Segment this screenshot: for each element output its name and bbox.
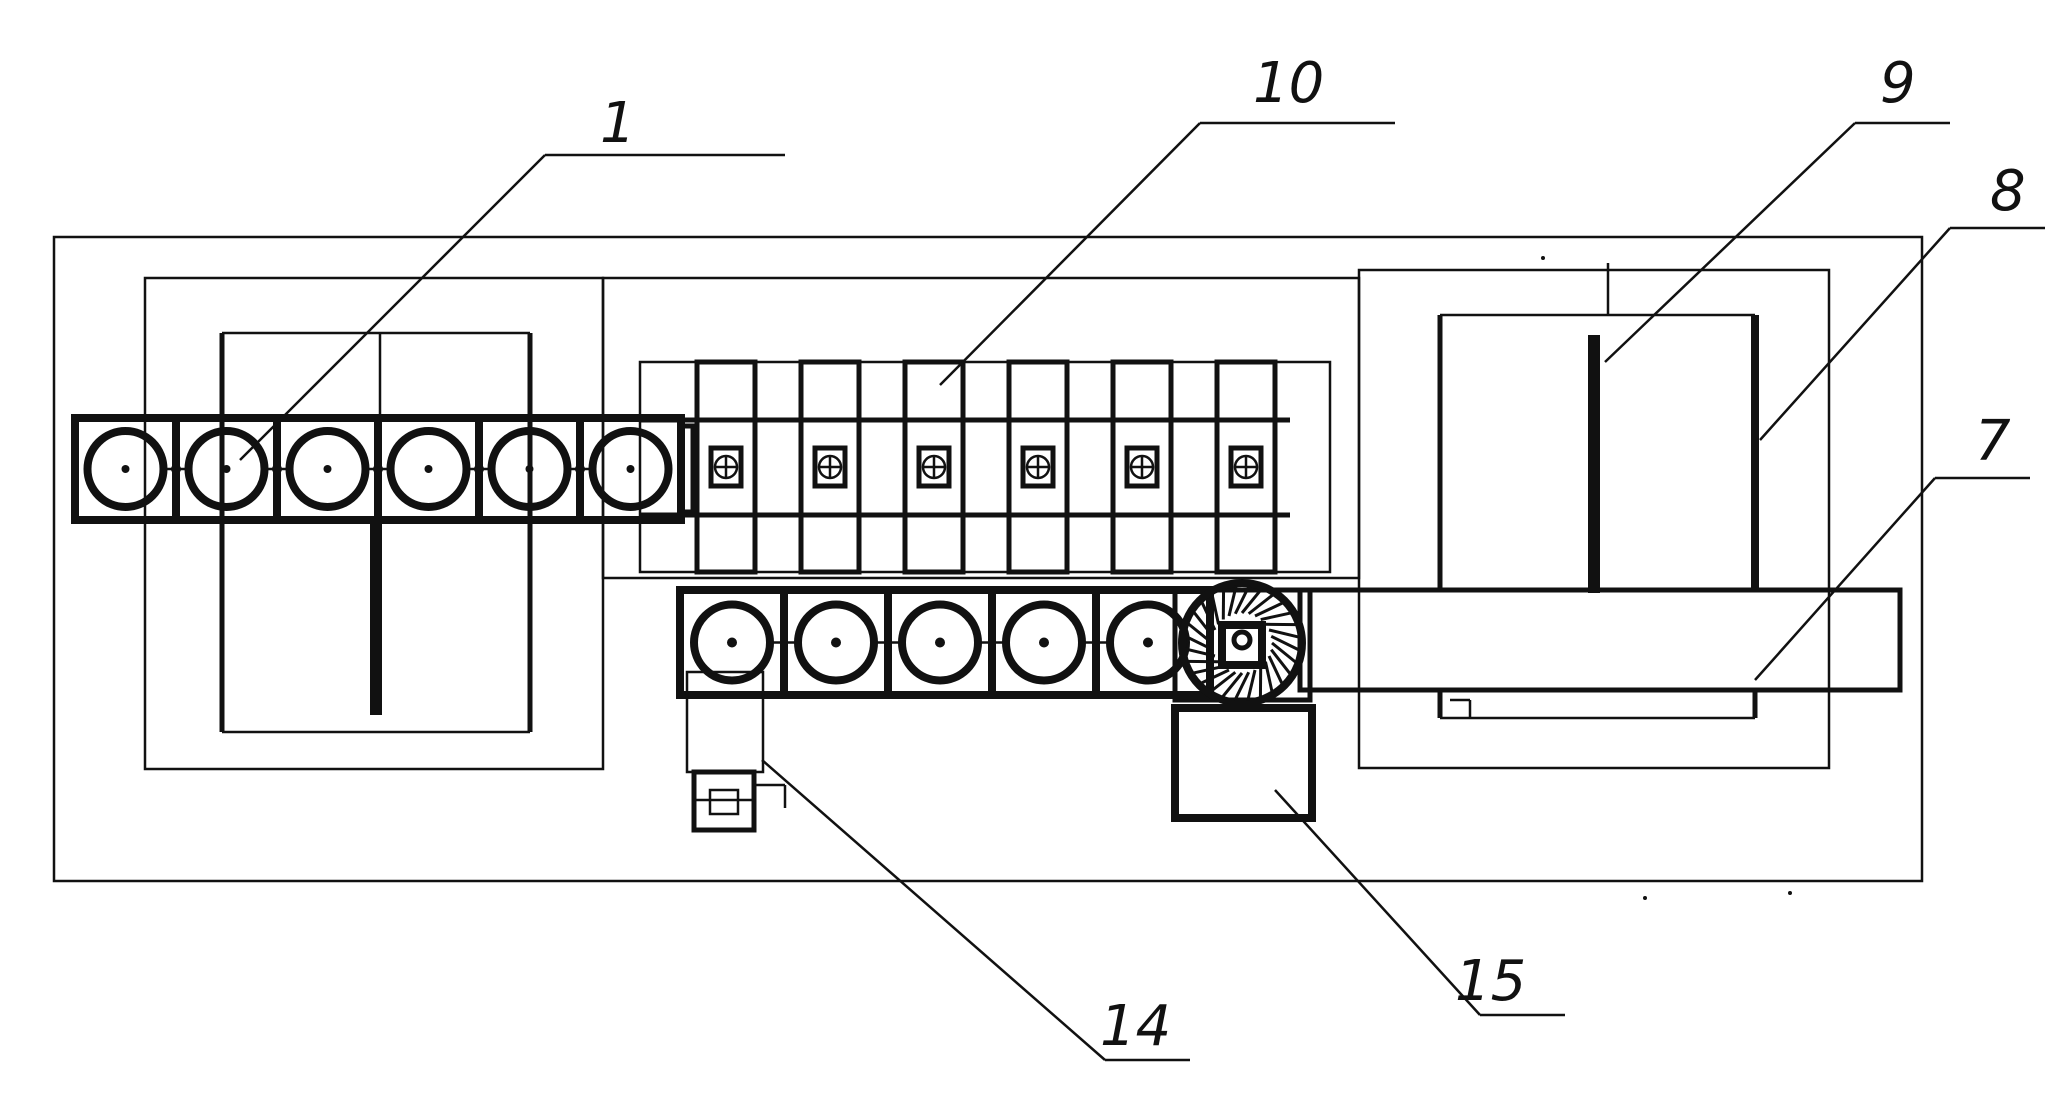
stray-mark xyxy=(1788,891,1792,895)
press-unit xyxy=(1214,359,1278,575)
callout-14: 14 xyxy=(1100,994,1171,1059)
roller-cell xyxy=(780,590,900,695)
left-station-frame xyxy=(219,331,533,734)
right-station-enclosure xyxy=(1357,268,1831,770)
callout-10: 10 xyxy=(1253,51,1324,116)
press-unit xyxy=(1110,359,1174,575)
callout-9: 9 xyxy=(1880,51,1916,116)
upper-roller-conveyor xyxy=(71,414,696,524)
press-unit xyxy=(798,359,862,575)
roller-cell xyxy=(374,418,490,520)
press-table xyxy=(638,360,1332,574)
box-15 xyxy=(1171,704,1316,822)
roller-cell xyxy=(576,418,673,520)
center-bar-9 xyxy=(1588,335,1600,593)
roller-cell xyxy=(884,590,1004,695)
callout-1: 1 xyxy=(600,91,636,156)
roller-cell xyxy=(273,418,389,520)
column-14 xyxy=(685,670,787,833)
stray-mark xyxy=(1643,896,1647,900)
press-unit xyxy=(902,359,966,575)
callout-15: 15 xyxy=(1455,949,1526,1014)
callout-7: 7 xyxy=(1975,409,2011,474)
outer-frame xyxy=(52,235,1924,883)
drum-wheel xyxy=(1172,579,1313,707)
press-station-enclosure xyxy=(601,276,1361,580)
roller-cell xyxy=(475,418,591,520)
press-units xyxy=(694,359,1278,575)
belt-conveyor-7 xyxy=(1297,587,1903,693)
roller-cell xyxy=(172,418,288,520)
leader-lines xyxy=(239,121,2045,1062)
belt-support xyxy=(1437,690,1758,720)
press-unit xyxy=(694,359,758,575)
roller-cell xyxy=(988,590,1108,695)
lower-roller-conveyor xyxy=(676,586,1214,699)
callout-8: 8 xyxy=(1990,159,2026,224)
stray-mark xyxy=(1541,256,1545,260)
roller-cell xyxy=(83,427,187,511)
press-unit xyxy=(1006,359,1070,575)
